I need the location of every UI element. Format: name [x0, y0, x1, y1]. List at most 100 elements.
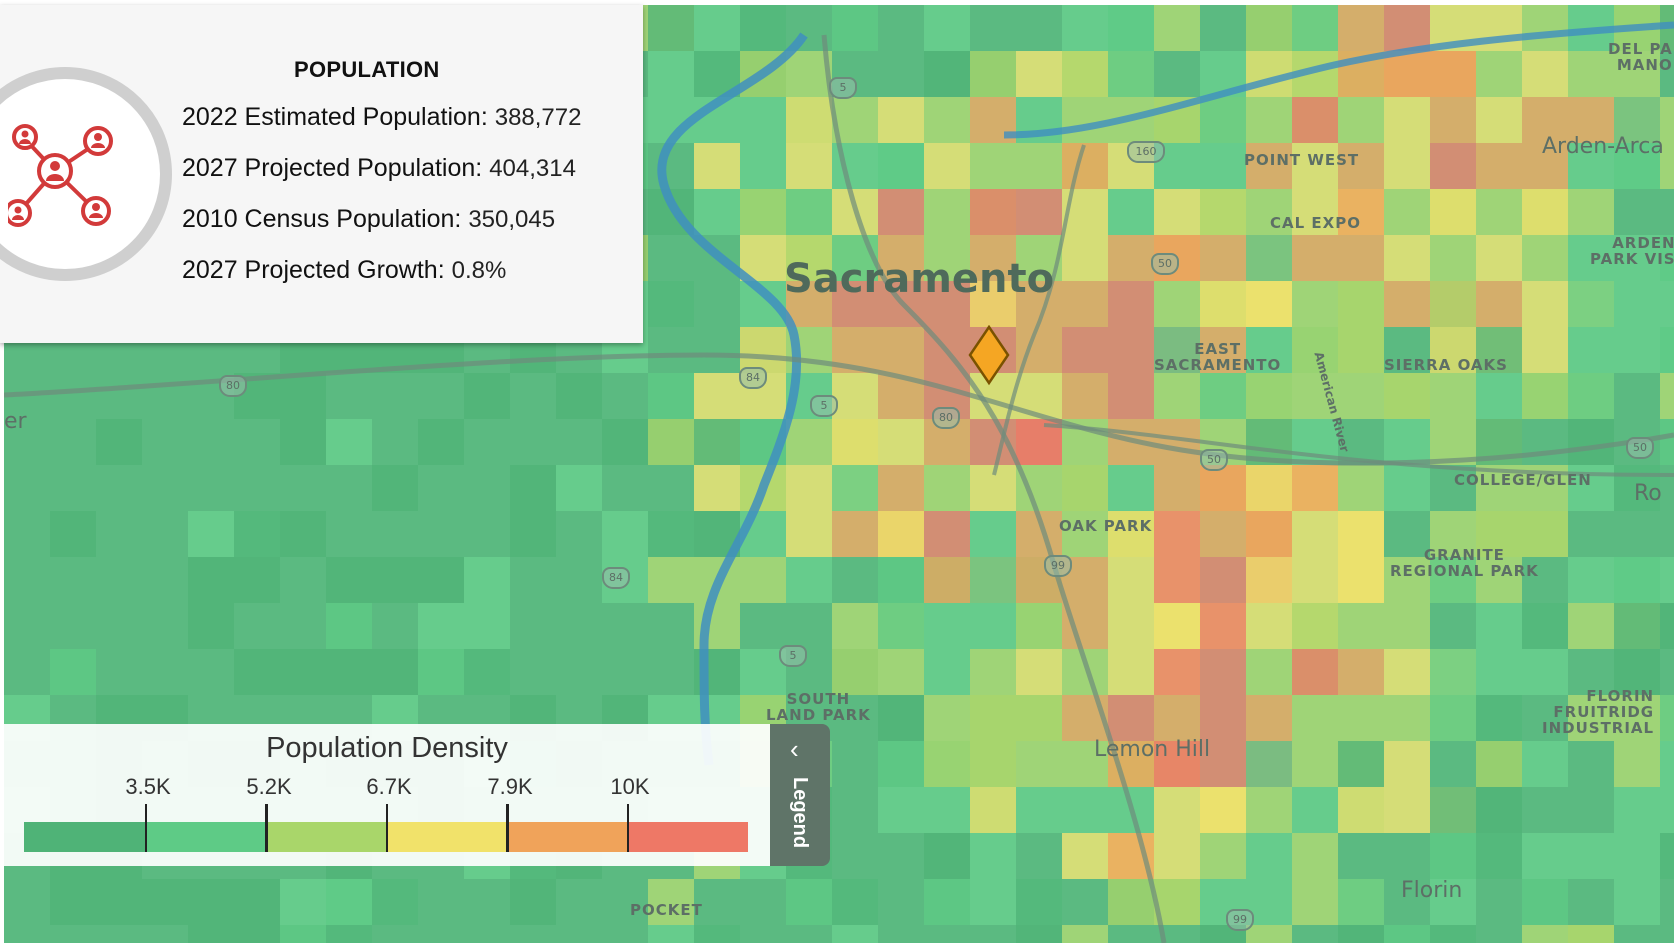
label-florin: Florin — [1401, 878, 1463, 903]
density-tile — [1568, 879, 1614, 925]
density-tile — [464, 557, 510, 603]
density-tile — [234, 557, 280, 603]
density-tile — [418, 557, 464, 603]
density-tile — [1062, 97, 1108, 143]
density-tile — [1062, 419, 1108, 465]
density-tile — [372, 925, 418, 943]
density-tile — [1016, 373, 1062, 419]
stat-2027-projected: 2027 Projected Population: 404,314 — [182, 154, 576, 182]
density-tile — [1246, 925, 1292, 943]
density-tile — [1384, 97, 1430, 143]
shield-84-north: 84 — [739, 367, 767, 389]
density-tile — [1016, 419, 1062, 465]
density-tile — [1522, 833, 1568, 879]
density-tile — [1522, 787, 1568, 833]
density-tile — [96, 511, 142, 557]
density-tile — [1016, 97, 1062, 143]
location-pin-icon[interactable] — [966, 325, 1012, 389]
label-south-land-park: SOUTH LAND PARK — [766, 690, 871, 724]
density-tile — [234, 603, 280, 649]
density-tile — [50, 925, 96, 943]
density-tile — [1246, 695, 1292, 741]
density-tile — [1292, 695, 1338, 741]
density-tile — [878, 787, 924, 833]
density-tile — [1384, 373, 1430, 419]
density-tile — [740, 51, 786, 97]
density-tile — [1430, 97, 1476, 143]
density-tile — [1476, 695, 1522, 741]
legend-tick-label: 6.7K — [366, 774, 412, 799]
population-network-icon — [8, 124, 113, 227]
density-tile — [1062, 603, 1108, 649]
density-tile — [1108, 5, 1154, 51]
density-tile — [924, 465, 970, 511]
label-granite-regional-park: GRANITE REGIONAL PARK — [1390, 546, 1539, 580]
density-tile — [510, 419, 556, 465]
density-tile — [50, 603, 96, 649]
density-tile — [1568, 833, 1614, 879]
density-tile — [96, 465, 142, 511]
density-tile — [510, 603, 556, 649]
density-tile — [878, 189, 924, 235]
density-tile — [464, 649, 510, 695]
density-tile — [1154, 557, 1200, 603]
density-tile — [1108, 189, 1154, 235]
density-tile — [50, 649, 96, 695]
density-tile — [970, 787, 1016, 833]
density-tile — [1062, 787, 1108, 833]
density-tile — [740, 143, 786, 189]
density-tile — [1246, 235, 1292, 281]
density-tile — [1338, 97, 1384, 143]
density-tile — [602, 879, 648, 925]
density-tile — [1016, 695, 1062, 741]
density-tile — [878, 143, 924, 189]
density-tile — [740, 465, 786, 511]
density-tile — [1430, 603, 1476, 649]
density-tile — [1430, 189, 1476, 235]
density-tile — [1062, 373, 1108, 419]
density-tile — [740, 5, 786, 51]
label-east-sacramento: EAST SACRAMENTO — [1154, 340, 1282, 374]
density-tile — [1062, 925, 1108, 943]
density-tile — [188, 603, 234, 649]
density-tile — [510, 511, 556, 557]
density-tile — [786, 97, 832, 143]
density-tile — [1568, 741, 1614, 787]
density-tile — [1384, 511, 1430, 557]
density-tile — [1016, 833, 1062, 879]
density-tile — [970, 5, 1016, 51]
density-tile — [924, 327, 970, 373]
density-tile — [832, 649, 878, 695]
density-tile — [1384, 5, 1430, 51]
chevron-left-icon: ‹ — [790, 734, 799, 764]
density-tile — [786, 51, 832, 97]
density-tile — [878, 465, 924, 511]
density-tile — [694, 603, 740, 649]
density-tile — [1292, 465, 1338, 511]
density-tile — [142, 465, 188, 511]
shield-160: 160 — [1127, 141, 1165, 163]
density-tile — [1062, 465, 1108, 511]
density-tile — [142, 649, 188, 695]
shield-i5-central: 5 — [810, 395, 838, 417]
density-tile — [1016, 879, 1062, 925]
label-arden-park: ARDEN PARK VIS — [1590, 234, 1674, 268]
density-tile — [1476, 787, 1522, 833]
density-tile — [372, 879, 418, 925]
density-tile — [1614, 281, 1660, 327]
density-tile — [418, 465, 464, 511]
density-tile — [142, 419, 188, 465]
legend-toggle-tab[interactable]: ‹ Legend — [770, 724, 830, 866]
label-oak-park: OAK PARK — [1059, 517, 1153, 535]
density-tile — [1338, 327, 1384, 373]
density-tile — [1154, 51, 1200, 97]
density-tile — [1200, 833, 1246, 879]
density-tile — [1522, 695, 1568, 741]
density-tile — [1568, 787, 1614, 833]
density-tile — [1522, 649, 1568, 695]
density-tile — [1522, 511, 1568, 557]
density-tile — [96, 373, 142, 419]
density-tile — [878, 5, 924, 51]
density-tile — [1200, 787, 1246, 833]
density-tile — [1246, 833, 1292, 879]
